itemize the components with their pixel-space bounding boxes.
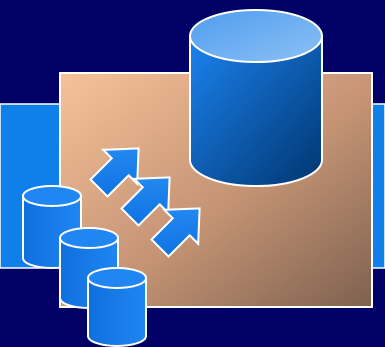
large-database-cylinder-icon xyxy=(189,9,323,187)
small-database-cylinder-icon xyxy=(87,267,147,347)
arrow-icon xyxy=(150,207,201,258)
arrow-icon xyxy=(120,176,171,227)
arrow-icon xyxy=(89,147,140,198)
